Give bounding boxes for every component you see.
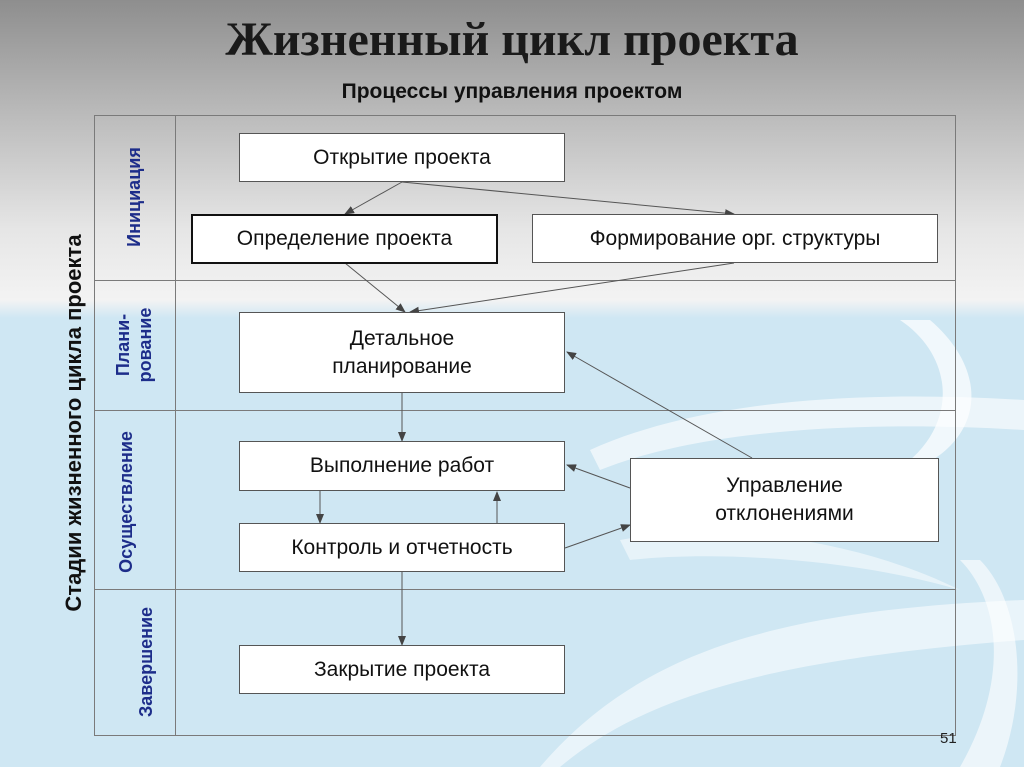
box-work-execution: Выполнение работ: [239, 441, 565, 491]
box-org-structure: Формирование орг. структуры: [532, 214, 938, 263]
page-title: Жизненный цикл проекта: [225, 13, 799, 66]
grid-top: [94, 115, 956, 116]
box-deviation-management: Управление отклонениями: [630, 458, 939, 542]
grid-row-2: [94, 410, 956, 411]
box-project-definition: Определение проекта: [191, 214, 498, 264]
grid-row-3: [94, 589, 956, 590]
grid-bottom: [94, 735, 956, 736]
box-project-closure: Закрытие проекта: [239, 645, 565, 694]
box-control-reporting: Контроль и отчетность: [239, 523, 565, 572]
grid-left: [94, 115, 95, 736]
grid-stage-divider: [175, 115, 176, 736]
grid-right: [955, 115, 956, 736]
box-project-opening: Открытие проекта: [239, 133, 565, 182]
box-detailed-planning: Детальное планирование: [239, 312, 565, 393]
grid-row-1: [94, 280, 956, 281]
page-number: 51: [940, 730, 957, 747]
page-subtitle: Процессы управления проектом: [341, 80, 683, 103]
